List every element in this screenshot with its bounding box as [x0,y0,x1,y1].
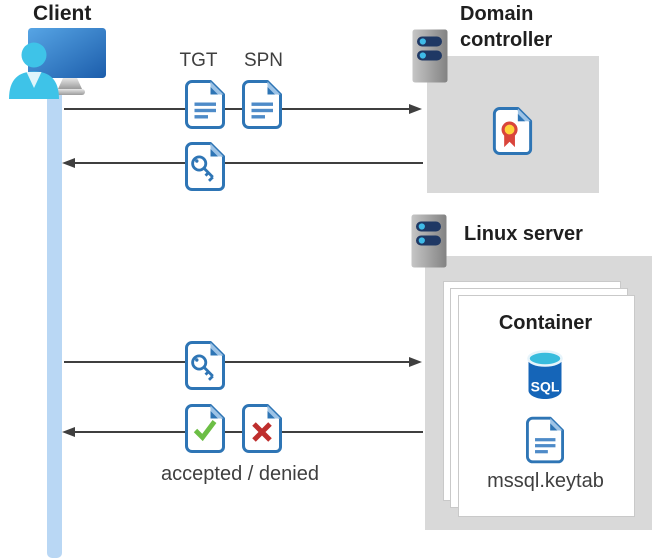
arrowhead-left-icon [62,427,75,437]
container-label: Container [498,312,593,334]
key-document-icon [185,341,225,390]
tgt-label: TGT [179,50,218,71]
check-document-icon [185,404,225,453]
arrowhead-right-icon [409,104,422,114]
key-document-icon [185,142,225,191]
server-icon [412,29,448,83]
keytab-document-icon [526,416,564,464]
accepted-denied-label: accepted / denied [161,463,319,485]
arrowhead-right-icon [409,357,422,367]
linux-server-label: Linux server [464,223,583,245]
domain-controller-label: Domain controller [460,3,553,51]
arrow-client-to-linux [64,361,410,363]
spn-label: SPN [243,50,284,71]
container-card [458,295,635,517]
spn-document-icon [242,80,282,129]
arrowhead-left-icon [62,158,75,168]
arrow-dc-to-client [75,162,423,164]
client-label: Client [33,2,92,25]
keytab-label: mssql.keytab [487,470,604,492]
tgt-document-icon [185,80,225,129]
x-document-icon [242,404,282,453]
sql-database-icon: SQL [527,350,563,399]
client-workstation-icon [9,28,106,99]
arrow-client-to-dc [64,108,410,110]
client-lifeline [47,91,62,558]
certificate-icon [492,107,533,155]
server-icon [411,214,447,268]
sql-text: SQL [531,379,560,395]
